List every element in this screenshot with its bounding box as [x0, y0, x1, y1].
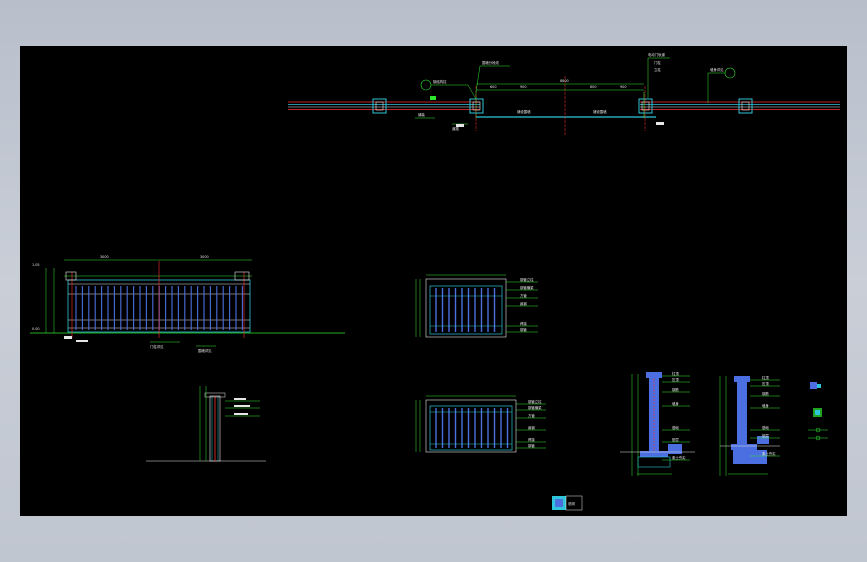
- leader-label: 垫层: [762, 433, 769, 438]
- callout-circle-icon: [420, 79, 432, 91]
- leader-label: 墙身: [672, 401, 679, 406]
- elev-level-bottom: 0.00: [32, 327, 40, 331]
- plan-label-track: 电动门轨道: [648, 52, 666, 57]
- legend-symbols: [808, 382, 828, 441]
- plan-dim-total: 8800: [560, 79, 569, 83]
- plan-dim-1: 600: [490, 85, 496, 89]
- leader-label: 墙身: [762, 403, 769, 408]
- plan-label-gate-left: 铺设围墙: [517, 109, 531, 114]
- plan-label-post: 门柱: [654, 60, 661, 65]
- leader-label: 焊接: [520, 321, 527, 326]
- elev-dim-left: 3000: [100, 255, 109, 259]
- leader-label: 钢管: [520, 327, 527, 332]
- leader-label: 素土夯实: [672, 455, 686, 460]
- elev-dim-right: 3000: [200, 255, 209, 259]
- leader-label: 钢管立柱: [528, 399, 542, 404]
- leader-label: 钢管立柱: [520, 277, 534, 282]
- plan-label-wall: 墙身详见: [710, 67, 724, 72]
- plan-view: 8800 600 900 600 900 铺设围墙 铺设围墙 钢结构柱 围墙分段…: [288, 52, 840, 136]
- plan-label-gate-right: 铺设围墙: [593, 109, 607, 114]
- leader-label: 钢管横梁: [520, 285, 534, 290]
- leader-label: 钢管横梁: [528, 405, 542, 410]
- leader-label: 钢筋: [672, 387, 679, 392]
- plan-label-paving: 铺装: [418, 112, 425, 117]
- plan-dim-4: 900: [620, 85, 626, 89]
- leader-label: 扁钢: [520, 301, 527, 306]
- plan-label-column: 钢结构柱: [433, 79, 447, 84]
- leader-label: 钢管: [528, 443, 535, 448]
- plan-label-segment: 围墙分段线: [482, 60, 500, 65]
- leader-label: 钢筋: [762, 391, 769, 396]
- leader-label: 扁钢: [528, 425, 535, 430]
- leader-label: 压顶: [762, 382, 769, 386]
- leader-label: 垫层: [672, 437, 679, 442]
- leader-label: 柱顶: [672, 371, 679, 376]
- callout-circle-icon: [724, 67, 736, 79]
- leader-label: 压顶: [672, 378, 679, 382]
- plan-label-road: 道路: [452, 126, 459, 131]
- leader-label: 焊接: [528, 437, 535, 442]
- leader-label: 方管: [528, 413, 535, 418]
- leader-label: 素土夯实: [762, 451, 776, 456]
- plan-dim-2: 900: [520, 85, 526, 89]
- gate-elevation: 3000 3000 1.05 0.00 门柱详见 围墙详见: [30, 255, 345, 353]
- leader-label: 基础: [762, 425, 769, 430]
- elev-level-top: 1.05: [32, 263, 40, 267]
- leader-label: 柱顶: [762, 375, 769, 380]
- side-detail: [146, 386, 266, 462]
- plan-label-pillar: 立柱: [654, 67, 661, 72]
- title-block: 说明: [552, 495, 583, 511]
- leader-label: 基础: [672, 425, 679, 430]
- cad-drawing-sheet[interactable]: 8800 600 900 600 900 铺设围墙 铺设围墙 钢结构柱 围墙分段…: [20, 46, 847, 516]
- leader-label: 方管: [520, 293, 527, 298]
- elev-label-wall: 围墙详见: [198, 348, 212, 353]
- title-block-label: 说明: [568, 501, 575, 506]
- cad-drawing-canvas[interactable]: 8800 600 900 600 900 铺设围墙 铺设围墙 钢结构柱 围墙分段…: [20, 46, 847, 516]
- plan-dim-3: 600: [590, 85, 596, 89]
- elev-label-post: 门柱详见: [150, 344, 164, 349]
